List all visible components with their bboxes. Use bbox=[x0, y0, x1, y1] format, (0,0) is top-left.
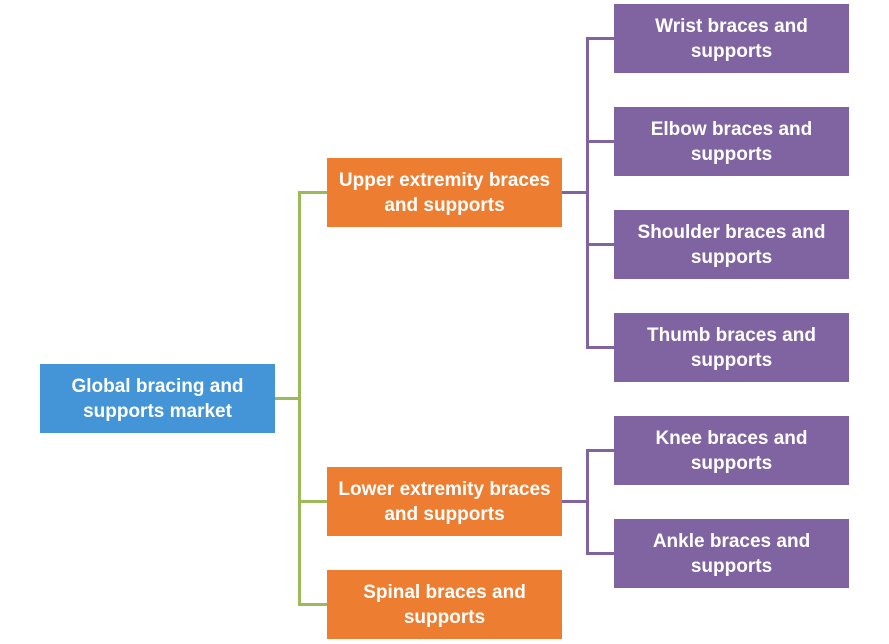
connector-spinal bbox=[298, 603, 327, 606]
connector-root-vertical bbox=[298, 191, 301, 606]
connector-lower-vertical bbox=[586, 449, 589, 555]
connector-root-stub bbox=[275, 397, 300, 400]
connector-elbow bbox=[586, 140, 614, 143]
leaf-label: Shoulder braces and supports bbox=[637, 221, 826, 268]
connector-wrist bbox=[586, 37, 614, 40]
leaf-shoulder: Shoulder braces and supports bbox=[614, 210, 849, 279]
connector-upper-vertical bbox=[586, 37, 589, 349]
leaf-ankle: Ankle braces and supports bbox=[614, 519, 849, 588]
category-lower-extremity: Lower extremity braces and supports bbox=[327, 467, 562, 536]
leaf-elbow: Elbow braces and supports bbox=[614, 107, 849, 176]
root-node: Global bracing and supports market bbox=[40, 364, 275, 433]
leaf-label: Thumb braces and supports bbox=[647, 324, 816, 371]
category-label: Lower extremity braces and supports bbox=[338, 478, 551, 525]
leaf-label: Knee braces and supports bbox=[655, 427, 808, 474]
root-label: Global bracing and supports market bbox=[71, 375, 244, 422]
category-upper-extremity: Upper extremity braces and supports bbox=[327, 158, 562, 227]
connector-upper bbox=[298, 191, 327, 194]
leaf-thumb: Thumb braces and supports bbox=[614, 313, 849, 382]
connector-knee bbox=[586, 449, 614, 452]
leaf-wrist: Wrist braces and supports bbox=[614, 4, 849, 73]
leaf-label: Ankle braces and supports bbox=[652, 530, 811, 577]
connector-upper-stub bbox=[562, 191, 588, 194]
category-spinal: Spinal braces and supports bbox=[327, 570, 562, 639]
leaf-label: Wrist braces and supports bbox=[655, 15, 808, 62]
leaf-knee: Knee braces and supports bbox=[614, 416, 849, 485]
connector-shoulder bbox=[586, 243, 614, 246]
connector-lower bbox=[298, 500, 327, 503]
category-label: Upper extremity braces and supports bbox=[338, 169, 551, 216]
connector-lower-stub bbox=[562, 500, 588, 503]
leaf-label: Elbow braces and supports bbox=[650, 118, 813, 165]
connector-thumb bbox=[586, 346, 614, 349]
category-label: Spinal braces and supports bbox=[363, 581, 526, 628]
connector-ankle bbox=[586, 552, 614, 555]
